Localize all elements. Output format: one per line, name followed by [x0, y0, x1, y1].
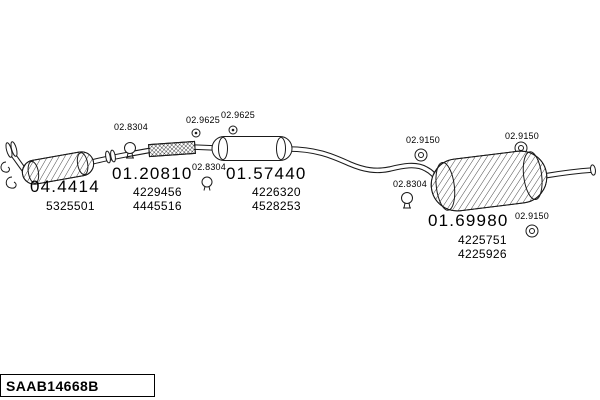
- clamp-label: 02.8304: [114, 122, 148, 132]
- mount-bracket-icon: [191, 128, 201, 138]
- flex-braid-pipe: [148, 140, 196, 158]
- rear-muffler: [430, 150, 548, 212]
- exhaust-clamp-icon: [124, 142, 136, 159]
- clamp-label: 02.8304: [393, 179, 427, 189]
- exhaust-clamp-icon: [401, 192, 413, 209]
- diagram-code-box: SAAB14668B: [0, 374, 155, 397]
- clamp-label: 02.9625: [186, 115, 220, 125]
- part-id-label: 01.69980: [428, 211, 509, 230]
- clamp-label: 02.9150: [515, 211, 549, 221]
- part-number: 4226320: [252, 185, 301, 199]
- rubber-hanger-ring-icon: [414, 148, 428, 162]
- part-number: 4445516: [133, 199, 182, 213]
- front-flange-icon: [5, 141, 18, 158]
- part-number: 4528253: [252, 199, 301, 213]
- diagram-code: SAAB14668B: [6, 377, 99, 394]
- clamp-label: 02.9150: [406, 135, 440, 145]
- exhaust-clamp-icon: [201, 176, 213, 191]
- part-number: 5325501: [46, 199, 95, 213]
- clamp-label: 02.9150: [505, 131, 539, 141]
- tailpipe-tip: [590, 164, 596, 176]
- catalytic-converter: [21, 151, 95, 185]
- part-number: 4225926: [458, 247, 507, 261]
- part-number: 4229456: [133, 185, 182, 199]
- mount-bracket-icon: [228, 125, 238, 135]
- clamp-label: 02.9625: [221, 110, 255, 120]
- clamp-label: 02.8304: [192, 162, 226, 172]
- part-number: 4225751: [458, 233, 507, 247]
- front-hanger-hooks: [0, 161, 17, 189]
- flange-joint-icon: [105, 149, 116, 164]
- part-id-label: 01.20810: [112, 164, 193, 183]
- center-muffler: [211, 136, 293, 161]
- rubber-hanger-ring-icon: [525, 224, 539, 238]
- exhaust-pipes: [7, 144, 594, 183]
- part-id-label: 01.57440: [226, 164, 307, 183]
- part-id-label: 04.4414: [30, 177, 100, 196]
